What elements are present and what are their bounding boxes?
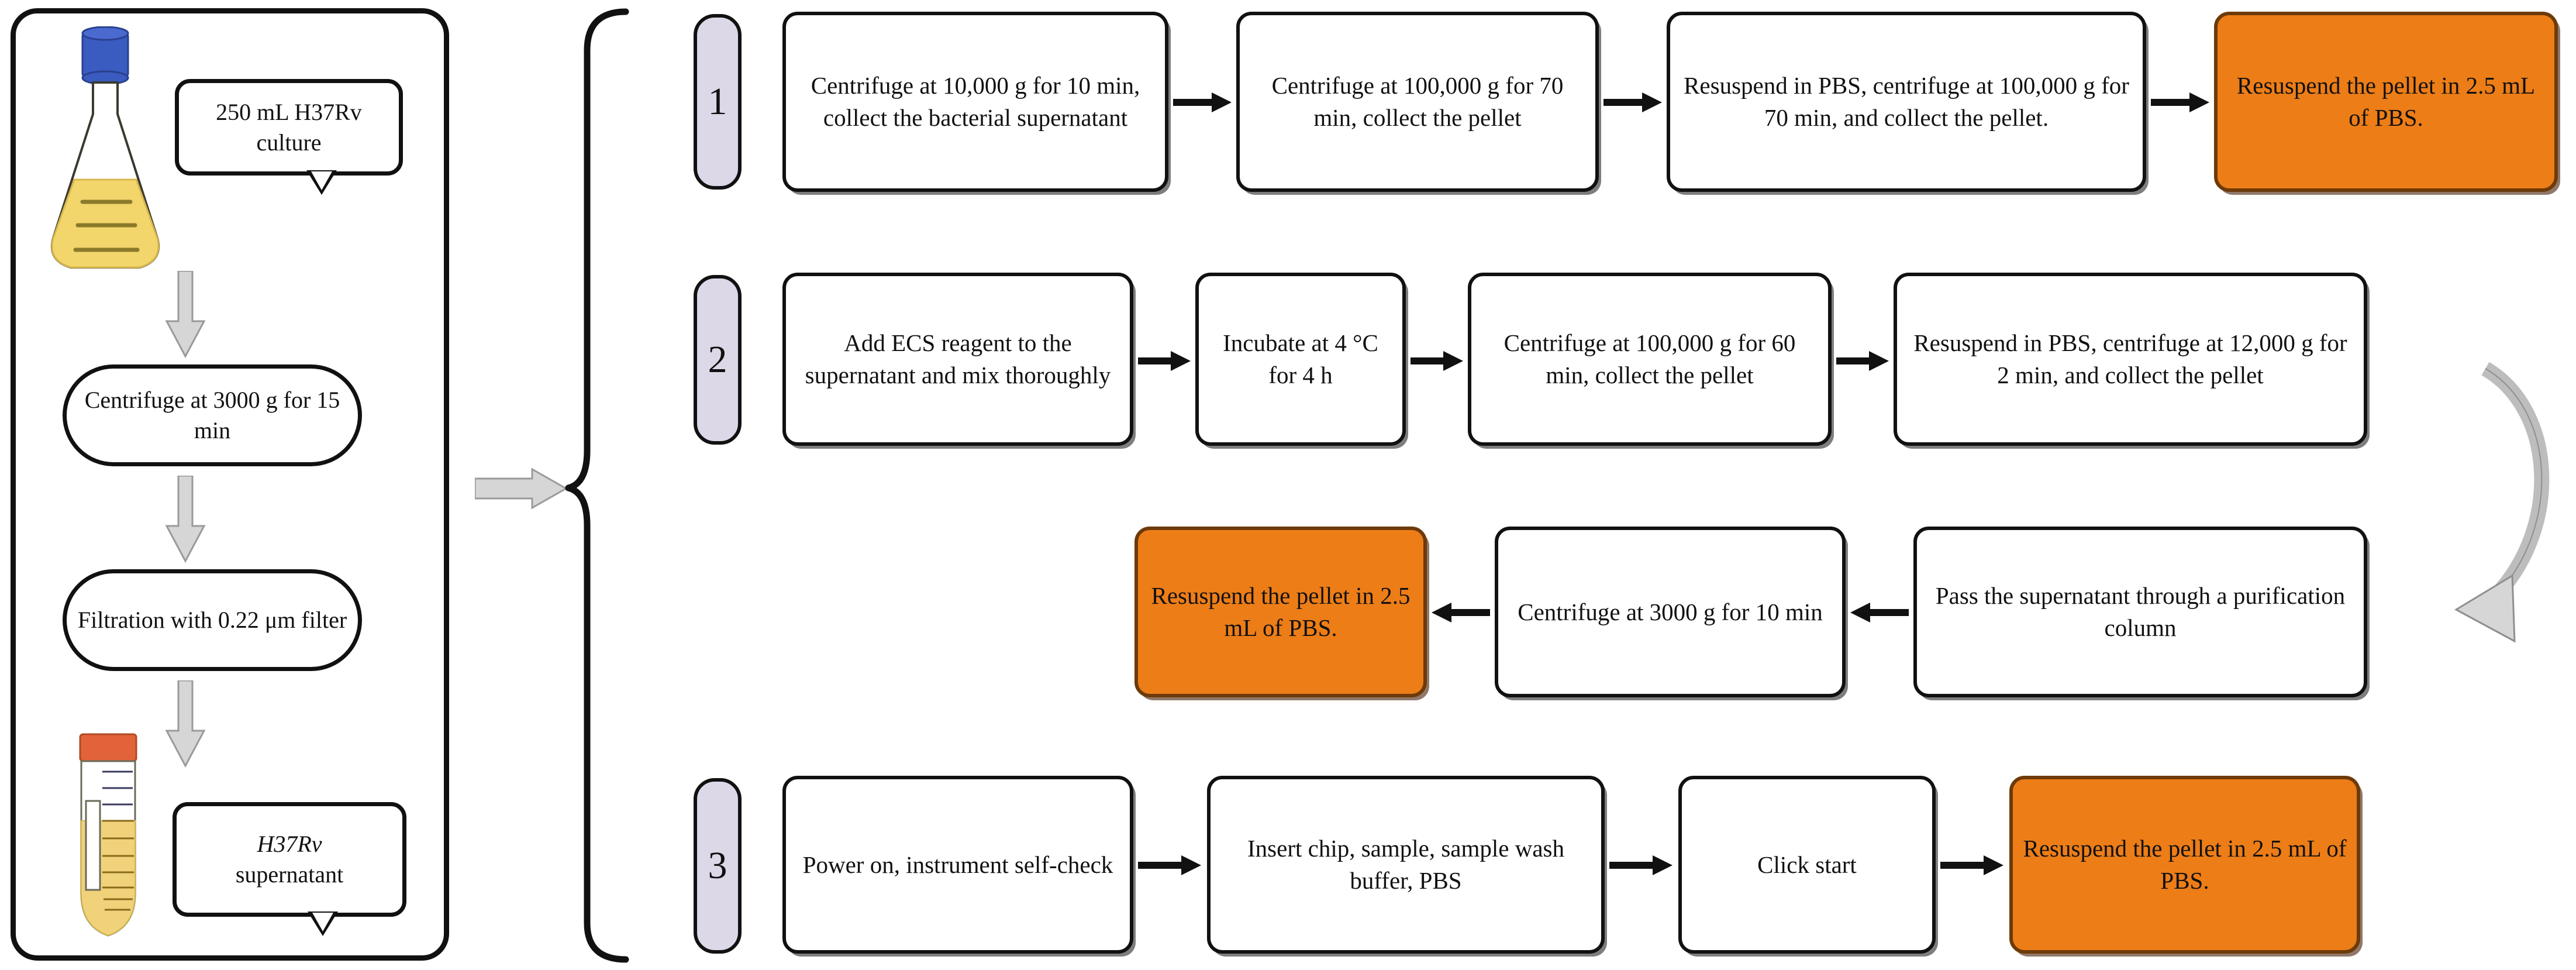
down-arrow-icon-1 xyxy=(162,270,206,359)
arrow-shaft xyxy=(1940,862,1984,869)
row2-arrow-3 xyxy=(1836,351,1889,371)
row2b-arrow-1 xyxy=(1432,603,1490,622)
step-badge-2: 2 xyxy=(694,275,742,445)
panel-transition-arrow-icon xyxy=(474,467,568,510)
row3-arrow-3 xyxy=(1940,855,2005,875)
row2-node-3[interactable]: Centrifuge at 100,000 g for 60 min, coll… xyxy=(1468,273,1832,446)
row3-node-4-label: Resuspend the pellet in 2.5 mL of PBS. xyxy=(2023,835,2347,894)
row2b-node-purification-label: Pass the supernatant through a purificat… xyxy=(1935,582,2346,641)
callout-tail-icon xyxy=(307,911,338,936)
step-badge-3-label: 3 xyxy=(708,844,727,887)
row1-arrow-2 xyxy=(1603,92,1662,112)
step-badge-1-label: 1 xyxy=(708,80,727,123)
arrow-shaft xyxy=(1836,357,1869,364)
down-arrow-icon-2 xyxy=(162,474,206,563)
row1-node-1[interactable]: Centrifuge at 10,000 g for 10 min, colle… xyxy=(782,12,1168,192)
arrow-head-icon xyxy=(1653,855,1672,875)
culture-callout: 250 mL H37Rv culture xyxy=(175,79,403,195)
left-step-filtration-label: Filtration with 0.22 μm filter xyxy=(77,607,347,633)
row2b-node-result-label: Resuspend the pellet in 2.5 mL of PBS. xyxy=(1151,582,1411,641)
arrow-shaft xyxy=(1870,609,1909,616)
row1-node-2-label: Centrifuge at 100,000 g for 70 min, coll… xyxy=(1271,72,1564,131)
row1-node-3-label: Resuspend in PBS, centrifuge at 100,000 … xyxy=(1684,72,2129,131)
row3-node-2[interactable]: Insert chip, sample, sample wash buffer,… xyxy=(1207,776,1605,954)
left-step-centrifuge-label: Centrifuge at 3000 g for 15 min xyxy=(84,387,340,443)
arrow-head-icon xyxy=(2189,92,2209,112)
supernatant-callout-label: supernatant xyxy=(235,861,344,888)
row2-node-4-label: Resuspend in PBS, centrifuge at 12,000 g… xyxy=(1913,329,2347,388)
row1-node-4-label: Resuspend the pellet in 2.5 mL of PBS. xyxy=(2236,72,2536,131)
arrow-shaft xyxy=(1609,862,1653,869)
row2-node-2[interactable]: Incubate at 4 °C for 4 h xyxy=(1195,273,1406,446)
step-badge-1: 1 xyxy=(694,14,742,190)
row2-node-1-label: Add ECS reagent to the supernatant and m… xyxy=(805,329,1111,388)
erlenmeyer-flask-illustration xyxy=(37,26,171,278)
step-badge-2-label: 2 xyxy=(708,338,727,381)
row2-arrow-1 xyxy=(1138,351,1191,371)
arrow-head-icon xyxy=(1443,351,1463,371)
arrow-shaft xyxy=(1138,357,1171,364)
down-arrow-icon-3 xyxy=(162,679,206,768)
callout-tail-icon xyxy=(306,170,337,195)
row2-node-4[interactable]: Resuspend in PBS, centrifuge at 12,000 g… xyxy=(1894,273,2367,446)
row3-node-3-label: Click start xyxy=(1757,851,1857,878)
row2b-node-centrifuge-label: Centrifuge at 3000 g for 10 min xyxy=(1518,598,1823,625)
row3-node-2-label: Insert chip, sample, sample wash buffer,… xyxy=(1247,835,1564,894)
left-step-centrifuge: Centrifuge at 3000 g for 15 min xyxy=(63,364,362,466)
left-step-filtration: Filtration with 0.22 μm filter xyxy=(63,569,362,671)
arrow-shaft xyxy=(1603,99,1642,106)
row3-node-4-result[interactable]: Resuspend the pellet in 2.5 mL of PBS. xyxy=(2009,776,2360,954)
supernatant-callout-strain: H37Rv xyxy=(257,831,322,857)
arrow-head-icon xyxy=(1642,92,1662,112)
row1-arrow-3 xyxy=(2151,92,2209,112)
row2-arrow-2 xyxy=(1411,351,1463,371)
row3-node-3[interactable]: Click start xyxy=(1678,776,1936,954)
row2b-node-result[interactable]: Resuspend the pellet in 2.5 mL of PBS. xyxy=(1134,527,1427,697)
arrow-shaft xyxy=(1451,609,1490,616)
arrow-head-icon xyxy=(1850,603,1870,622)
arrow-head-icon xyxy=(1171,351,1191,371)
arrow-shaft xyxy=(1173,99,1212,106)
row3-node-1[interactable]: Power on, instrument self-check xyxy=(782,776,1133,954)
row1-node-2[interactable]: Centrifuge at 100,000 g for 70 min, coll… xyxy=(1236,12,1599,192)
arrow-head-icon xyxy=(1984,855,2003,875)
arrow-head-icon xyxy=(1181,855,1201,875)
row2b-arrow-2 xyxy=(1850,603,1909,622)
row2-node-2-label: Incubate at 4 °C for 4 h xyxy=(1223,329,1378,388)
row3-arrow-1 xyxy=(1138,855,1202,875)
row3-arrow-2 xyxy=(1609,855,1674,875)
step-badge-3: 3 xyxy=(694,778,742,954)
row2b-node-centrifuge[interactable]: Centrifuge at 3000 g for 10 min xyxy=(1495,527,1846,697)
row3-node-1-label: Power on, instrument self-check xyxy=(802,851,1113,878)
sample-preparation-panel: 250 mL H37Rv culture Centrifuge at 3000 … xyxy=(11,8,449,961)
arrow-head-icon xyxy=(1432,603,1451,622)
arrow-shaft xyxy=(2151,99,2189,106)
row1-node-1-label: Centrifuge at 10,000 g for 10 min, colle… xyxy=(811,72,1140,131)
row2b-node-purification[interactable]: Pass the supernatant through a purificat… xyxy=(1913,527,2367,697)
row2-node-1[interactable]: Add ECS reagent to the supernatant and m… xyxy=(782,273,1133,446)
row1-arrow-1 xyxy=(1173,92,1232,112)
arrow-head-icon xyxy=(1869,351,1889,371)
arrow-shaft xyxy=(1411,357,1443,364)
row1-node-4-result[interactable]: Resuspend the pellet in 2.5 mL of PBS. xyxy=(2214,12,2558,192)
supernatant-callout: H37Rv supernatant xyxy=(173,802,406,936)
culture-callout-label: 250 mL H37Rv culture xyxy=(216,98,362,156)
arrow-head-icon xyxy=(1212,92,1232,112)
arrow-shaft xyxy=(1138,862,1181,869)
centrifuge-tube-illustration xyxy=(61,732,155,943)
row1-node-3[interactable]: Resuspend in PBS, centrifuge at 100,000 … xyxy=(1667,12,2146,192)
row2-node-3-label: Centrifuge at 100,000 g for 60 min, coll… xyxy=(1503,329,1796,388)
